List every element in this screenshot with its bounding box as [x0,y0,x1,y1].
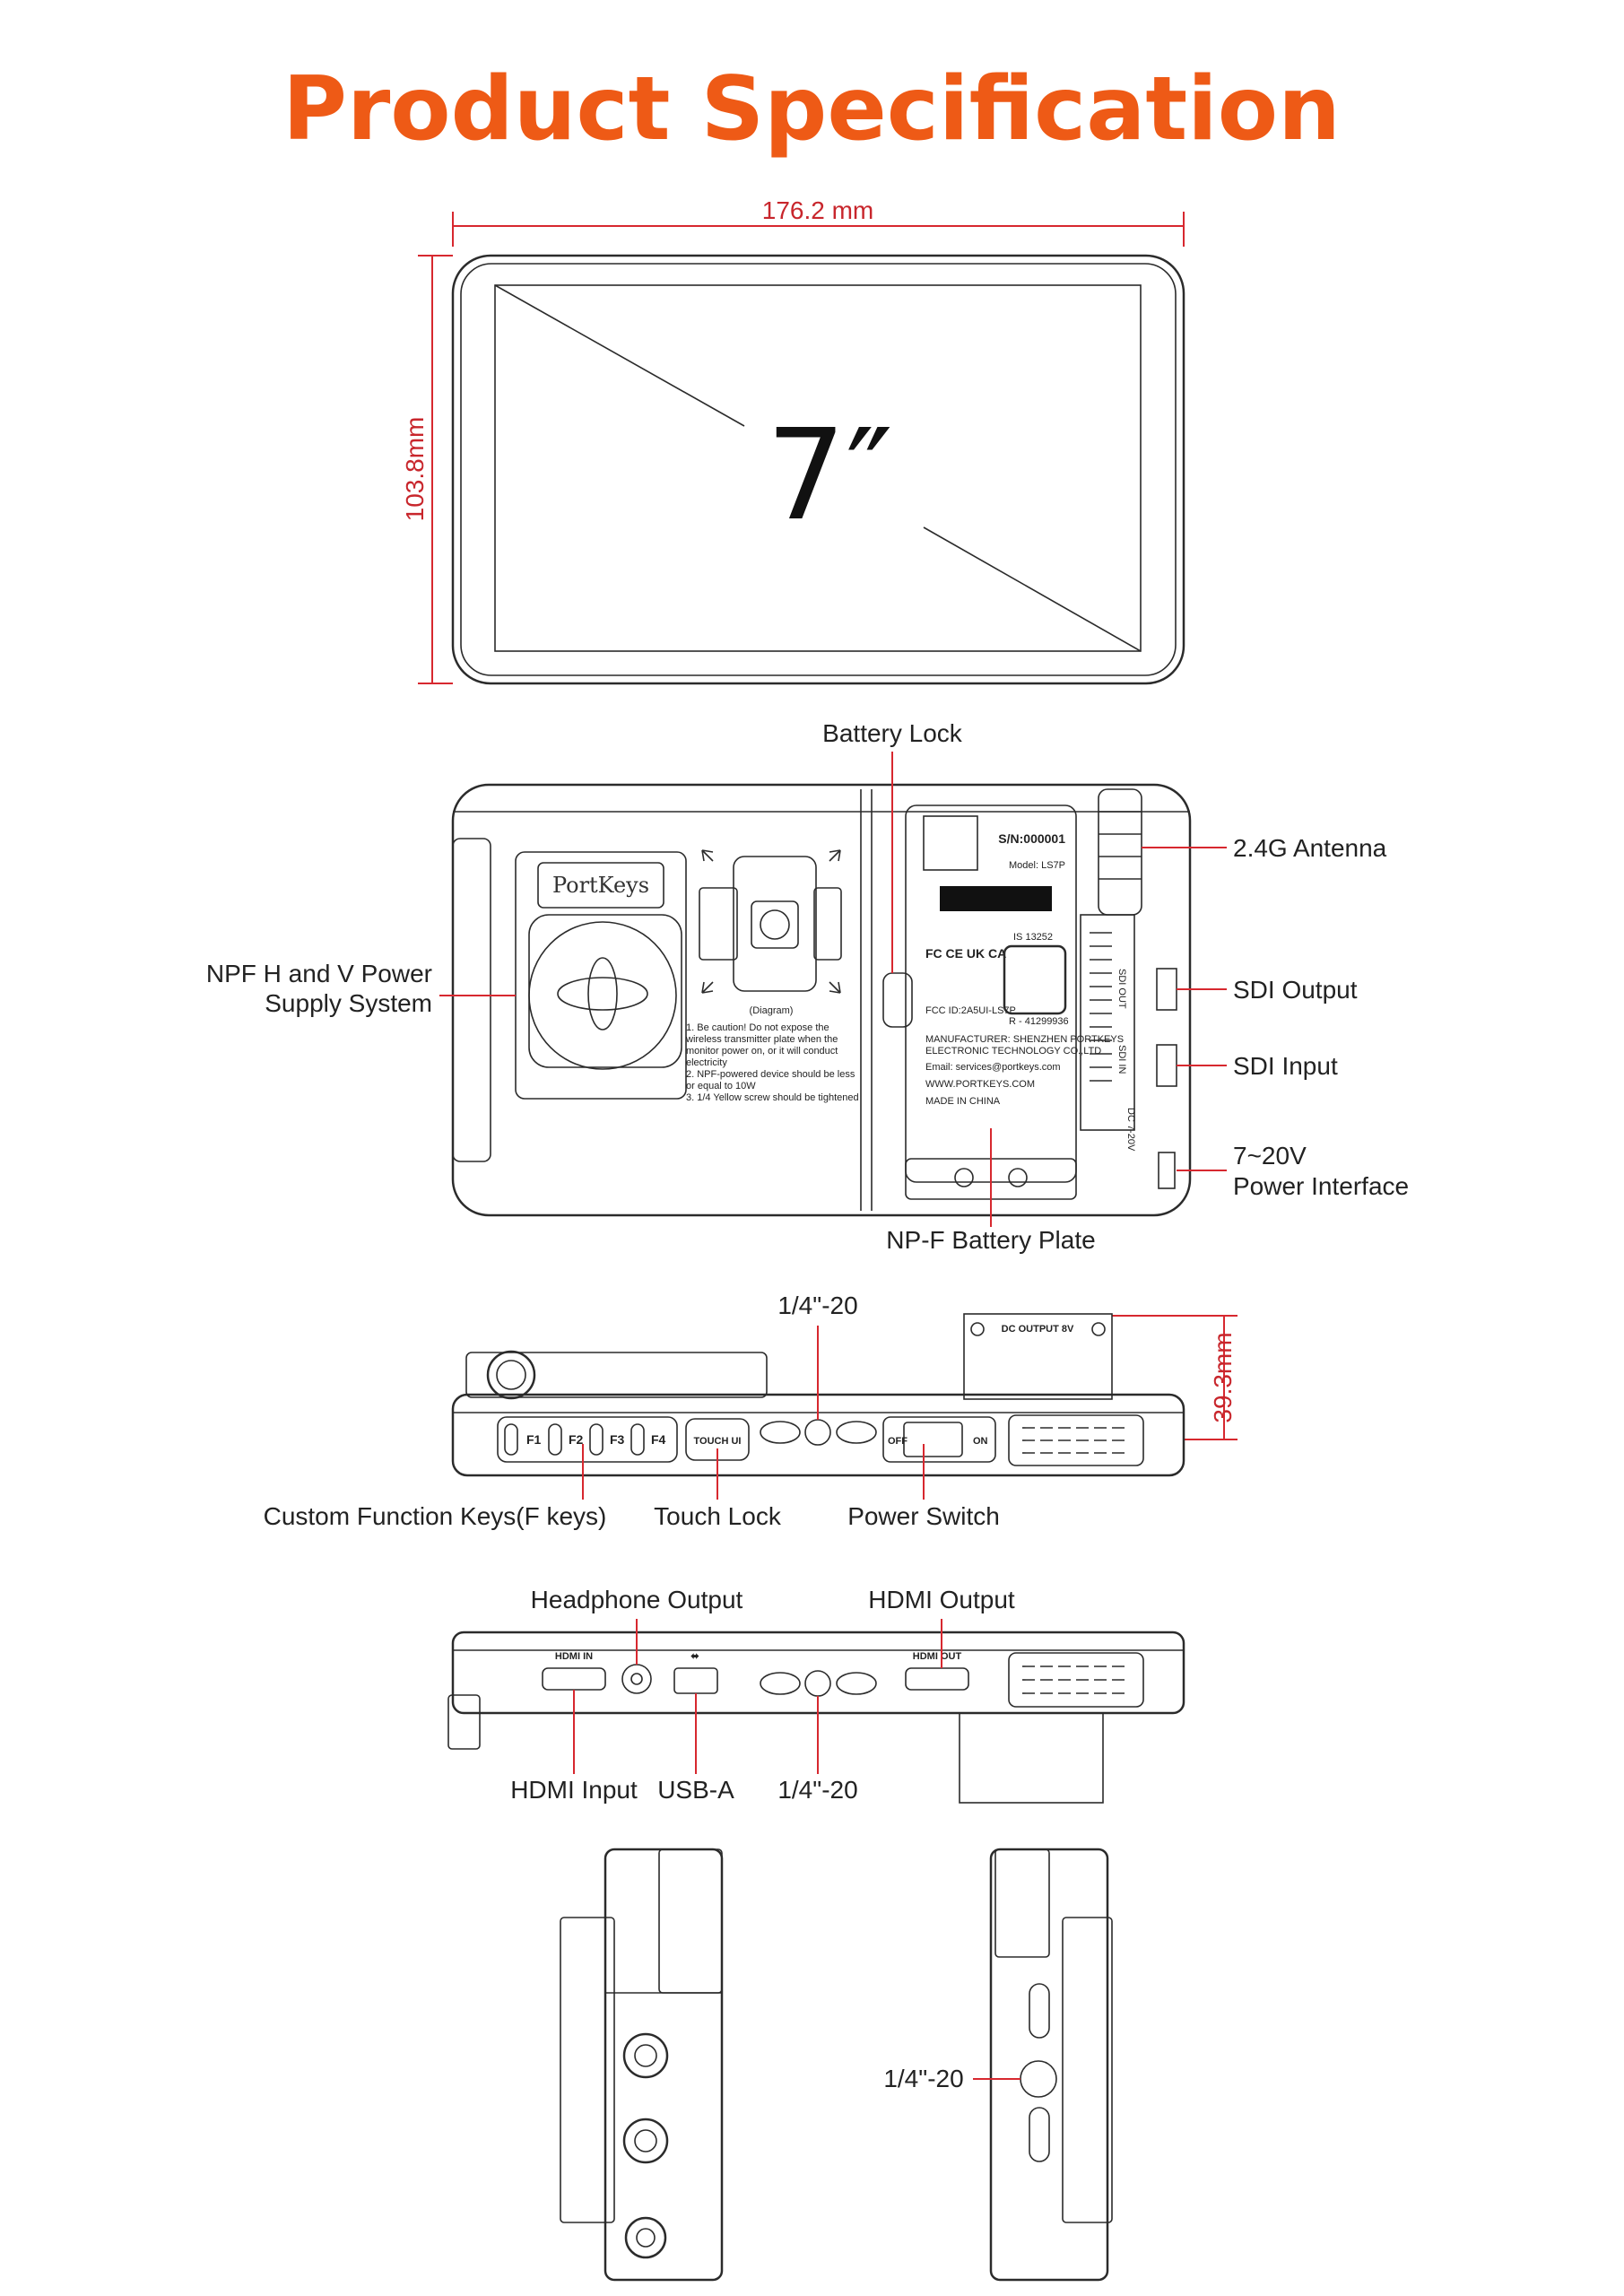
hdmi-out-port-label: HDMI OUT [913,1651,962,1662]
hdmi-in-port-label: HDMI IN [555,1651,593,1662]
height-dimension: 103.8mm [401,417,429,522]
depth-dimension: 39.3mm [1209,1332,1237,1422]
touch-lock-label: TOUCH UI [694,1436,742,1447]
screen-area [494,284,1142,652]
callout-npf-power-line-2: Supply System [265,989,432,1017]
hdmi-output-port [905,1667,969,1691]
power-switch[interactable] [882,1416,996,1463]
top-vent [1008,1414,1144,1466]
manufacturer-line-1: MANUFACTURER: SHENZHEN PORTKEYS [925,1034,1124,1045]
f2-key-label: F2 [569,1432,584,1447]
r-number: R - 41299936 [1009,1016,1069,1027]
side-right-outline [989,1848,1109,2282]
callout-touch-lock: Touch Lock [654,1502,782,1530]
monitor-front-outline [451,254,1185,685]
sdi-output-connector [622,2032,669,2079]
f2-key[interactable] [548,1423,562,1456]
function-keys-group [497,1416,678,1463]
fcc-id: FCC ID:2A5UI-LS7P [925,1005,1016,1016]
battery-lock[interactable] [882,972,913,1028]
npf-holder [515,851,687,1100]
sdi-in-port-label: SDI IN [1116,1045,1127,1074]
brand-logo: PortKeys [552,873,649,898]
callout-npf-power-line-1: NPF H and V Power [206,960,432,987]
callout-mount-bottom: 1/4"-20 [777,1776,857,1804]
mount-hole-side [1020,2060,1057,2098]
model-number: Model: LS7P [1009,860,1065,871]
callout-power-switch: Power Switch [847,1502,1000,1530]
antenna-knob [486,1350,536,1400]
callout-function-keys: Custom Function Keys(F keys) [264,1502,607,1530]
hdmi-input-port [542,1667,606,1691]
callout-antenna: 2.4G Antenna [1233,834,1387,862]
callout-sdi-input: SDI Input [1233,1052,1338,1080]
top-view: 39.3mm DC OUTPUT 8V F1 F2 F3 F4 TOUCH UI… [264,1292,1238,1530]
vent-slots [1090,932,1112,1082]
caution-note-1: 1. Be caution! Do not expose the wireles… [686,1022,838,1068]
callout-battery-plate: NP-F Battery Plate [886,1226,1095,1254]
headphone-jack [621,1664,652,1694]
bis-logo [1003,944,1067,1015]
dc-output-plate [963,1313,1113,1400]
side-left-outline [604,1848,724,2282]
sdi-output-port [1156,968,1177,1011]
side-view-right: 1/4"-20 [883,1848,1113,2282]
callout-usb-a: USB-A [657,1776,734,1804]
f1-key-label: F1 [526,1432,542,1447]
width-dimension: 176.2 mm [762,196,874,224]
f3-key-label: F3 [610,1432,625,1447]
serial-number: S/N:000001 [998,831,1065,846]
callout-hdmi-input: HDMI Input [510,1776,638,1804]
cert-marks: FC CE UK CA [925,946,1006,961]
side-view-left [560,1848,724,2282]
callout-power-interface-line-1: 7~20V [1233,1142,1307,1170]
sdi-out-port-label: SDI OUT [1116,969,1127,1009]
bottom-view: HDMI IN ⬌ HDMI OUT Headphone Output HDMI… [447,1586,1185,1804]
f1-key[interactable] [504,1423,518,1456]
page-title: Product Specification [282,58,1341,161]
email: Email: services@portkeys.com [925,1062,1061,1073]
dc-output-label: DC OUTPUT 8V [1002,1324,1074,1335]
f4-key[interactable] [630,1423,645,1456]
diagram-caption: (Diagram) [750,1005,794,1016]
caution-note-3: 3. 1/4 Yellow screw should be tightened [686,1092,859,1103]
caution-note-2: 2. NPF-powered device should be less or … [686,1069,855,1091]
callout-hdmi-output: HDMI Output [868,1586,1015,1613]
dc-connector [624,2216,667,2259]
callout-mount-top: 1/4"-20 [777,1292,857,1319]
f3-key[interactable] [589,1423,604,1456]
is-number: IS 13252 [1013,932,1053,943]
made-in: MADE IN CHINA [925,1096,1001,1107]
dc-power-port [1158,1152,1176,1189]
website: WWW.PORTKEYS.COM [925,1079,1035,1090]
dc-port-label: DC 7-20V [1125,1108,1136,1152]
mount-hole-top [804,1419,831,1446]
back-view: PortKeys (Diagram) 1. Be caution! Do not… [206,719,1409,1254]
callout-mount-side: 1/4"-20 [883,2065,963,2092]
callout-sdi-output: SDI Output [1233,976,1358,1004]
antenna [1098,788,1142,916]
callout-battery-lock: Battery Lock [822,719,963,747]
f4-key-label: F4 [651,1432,666,1447]
usb-a-port [673,1667,718,1694]
screen-size-label: 7″ [766,403,892,549]
mount-hole-bottom [804,1670,831,1697]
manufacturer-line-2: ELECTRONIC TECHNOLOGY CO.,LTD [925,1046,1101,1057]
power-on-label: ON [973,1436,988,1447]
power-off-label: OFF [888,1436,908,1447]
sdi-input-connector [622,2118,669,2164]
usb-icon: ⬌ [690,1651,699,1662]
bottom-vent [1008,1652,1144,1708]
front-view: 176.2 mm 103.8mm 7″ [401,196,1185,685]
callout-power-interface-line-2: Power Interface [1233,1172,1409,1200]
callout-headphone: Headphone Output [531,1586,743,1613]
sdi-input-port [1156,1044,1177,1087]
